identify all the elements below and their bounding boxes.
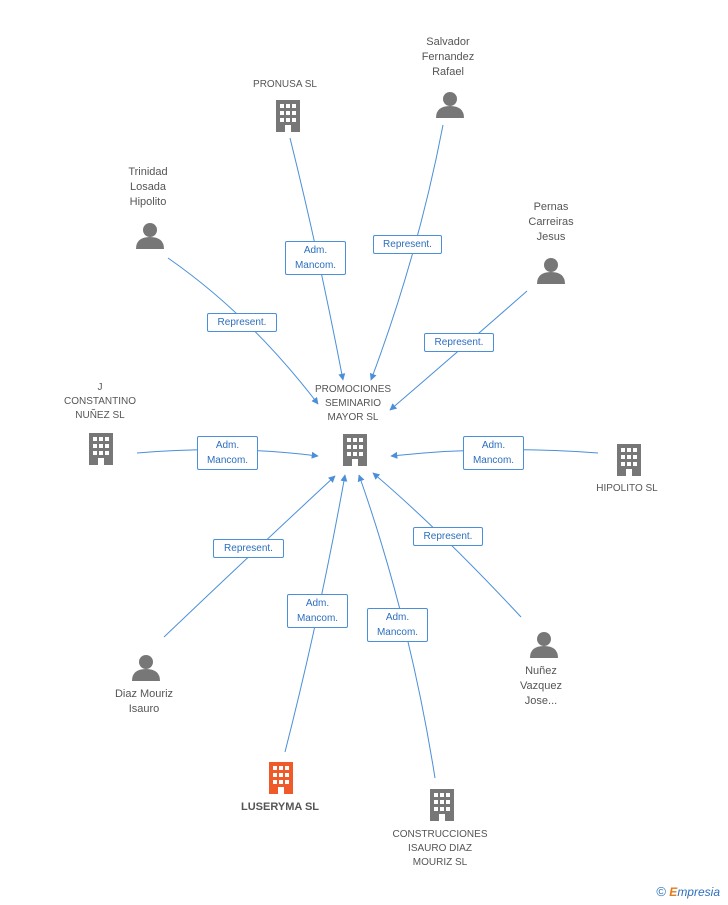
construcciones-label[interactable]: CONSTRUCCIONES ISAURO DIAZ MOURIZ SL: [392, 829, 488, 868]
pronusa-label[interactable]: PRONUSA SL: [253, 79, 317, 90]
luseryma-building-icon[interactable]: [269, 762, 293, 794]
copyright-symbol: ©: [656, 884, 666, 899]
brand-name: mpresia: [677, 885, 720, 899]
center-building-icon[interactable]: [343, 434, 367, 466]
edge-label-pernas: Represent.: [424, 333, 494, 352]
construcciones-building-icon[interactable]: [430, 789, 454, 821]
constantino-label[interactable]: J CONSTANTINO NUÑEZ SL: [63, 382, 137, 421]
edge-label-nunez: Represent.: [413, 527, 483, 546]
edge-label-construcciones: Adm. Mancom.: [367, 608, 428, 642]
pernas-person-icon[interactable]: [537, 258, 565, 284]
diaz-person-icon[interactable]: [132, 655, 160, 681]
edge-label-pronusa: Adm. Mancom.: [285, 241, 346, 275]
salvador-person-icon[interactable]: [436, 92, 464, 118]
luseryma-label[interactable]: LUSERYMA SL: [240, 801, 320, 813]
trinidad-person-icon[interactable]: [136, 223, 164, 249]
diaz-label[interactable]: Diaz Mouriz Isauro: [114, 688, 174, 715]
edge-label-diaz: Represent.: [213, 539, 284, 558]
salvador-label[interactable]: Salvador Fernandez Rafael: [421, 36, 475, 78]
nunez-person-icon[interactable]: [530, 632, 558, 658]
edge-label-constantino: Adm. Mancom.: [197, 436, 258, 470]
edge-label-hipolito: Adm. Mancom.: [463, 436, 524, 470]
pernas-label[interactable]: Pernas Carreiras Jesus: [528, 201, 574, 243]
hipolito-label[interactable]: HIPOLITO SL: [596, 483, 658, 494]
center-node-label[interactable]: PROMOCIONES SEMINARIO MAYOR SL: [314, 384, 392, 423]
constantino-building-icon[interactable]: [89, 433, 113, 465]
empresia-footer[interactable]: © Empresia: [656, 884, 720, 899]
edge-label-luseryma: Adm. Mancom.: [287, 594, 348, 628]
hipolito-building-icon[interactable]: [617, 444, 641, 476]
edge-label-salvador: Represent.: [373, 235, 442, 254]
edge-label-trinidad: Represent.: [207, 313, 277, 332]
trinidad-label[interactable]: Trinidad Losada Hipolito: [128, 166, 168, 208]
nunez-label[interactable]: Nuñez Vazquez Jose...: [520, 665, 562, 707]
brand-initial: E: [669, 885, 678, 899]
pronusa-building-icon[interactable]: [276, 100, 300, 132]
